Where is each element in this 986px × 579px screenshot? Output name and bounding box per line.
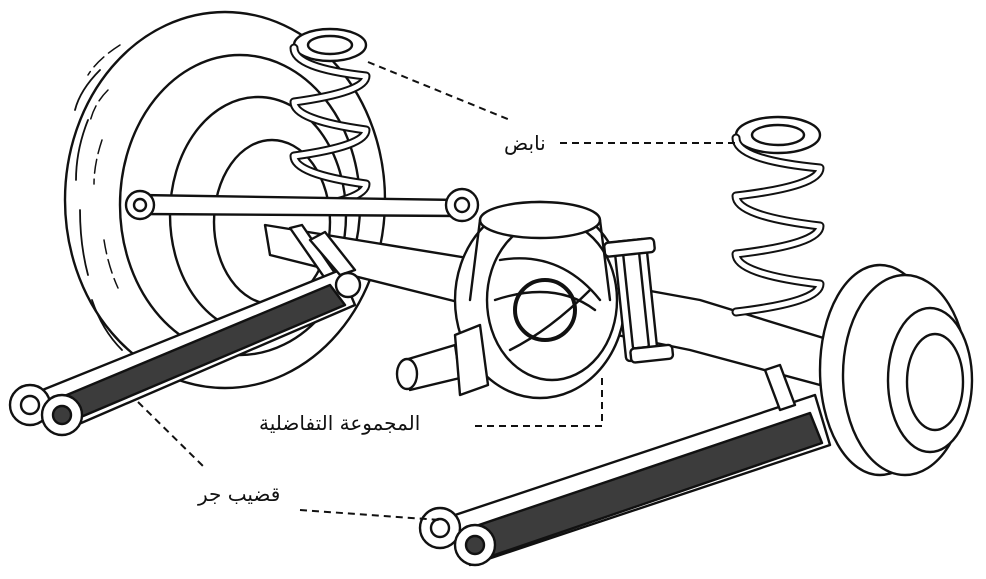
right-trailing-arm [418, 363, 832, 567]
label-spring: نابض [500, 131, 550, 155]
differential-housing [453, 200, 627, 400]
label-differential: المجموعة التفاضلية [255, 411, 425, 435]
track-bar [124, 187, 480, 223]
right-wheel-hub [818, 263, 974, 477]
left-coil-spring [289, 27, 371, 215]
label-trailing-arm: قضيب جر [194, 482, 285, 506]
shock-absorber [603, 237, 675, 364]
left-trailing-arm [8, 230, 362, 437]
pinion-shaft [395, 323, 490, 397]
leader-lines [137, 61, 735, 521]
right-coil-spring [731, 115, 825, 317]
